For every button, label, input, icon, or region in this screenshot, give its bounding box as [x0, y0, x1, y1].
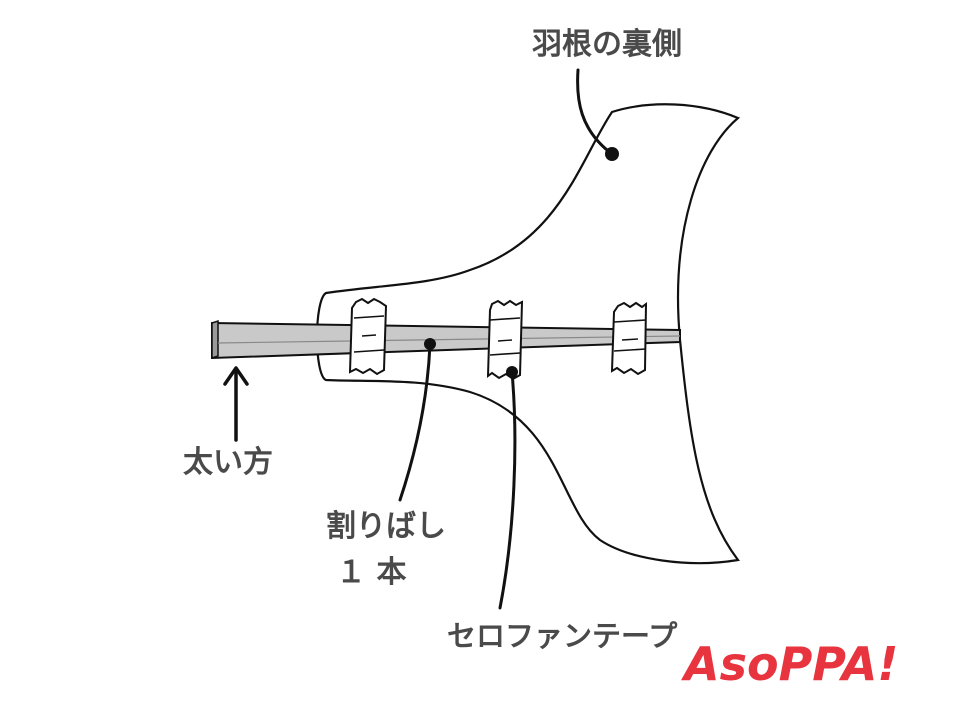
- label-tape: セロファンテープ: [447, 619, 678, 653]
- tape-piece-1: [348, 297, 388, 376]
- asoppa-logo: AsoPPA!: [680, 636, 899, 692]
- tape-piece-3: [610, 301, 648, 376]
- label-chopstick: 割りばし: [326, 509, 446, 544]
- tape-piece-2: [486, 299, 524, 381]
- label-feather-back: 羽根の裏側: [532, 27, 682, 62]
- leader-feather-back: [576, 68, 619, 161]
- leader-chopstick: [398, 338, 436, 502]
- label-thick-end: 太い方: [183, 445, 273, 480]
- logo-text: AsoPPA!: [681, 637, 898, 691]
- chopstick: [211, 319, 681, 360]
- leader-tape: [498, 366, 518, 610]
- arrow-thick-end: [223, 366, 249, 442]
- label-chopstick-count: １ 本: [336, 555, 407, 590]
